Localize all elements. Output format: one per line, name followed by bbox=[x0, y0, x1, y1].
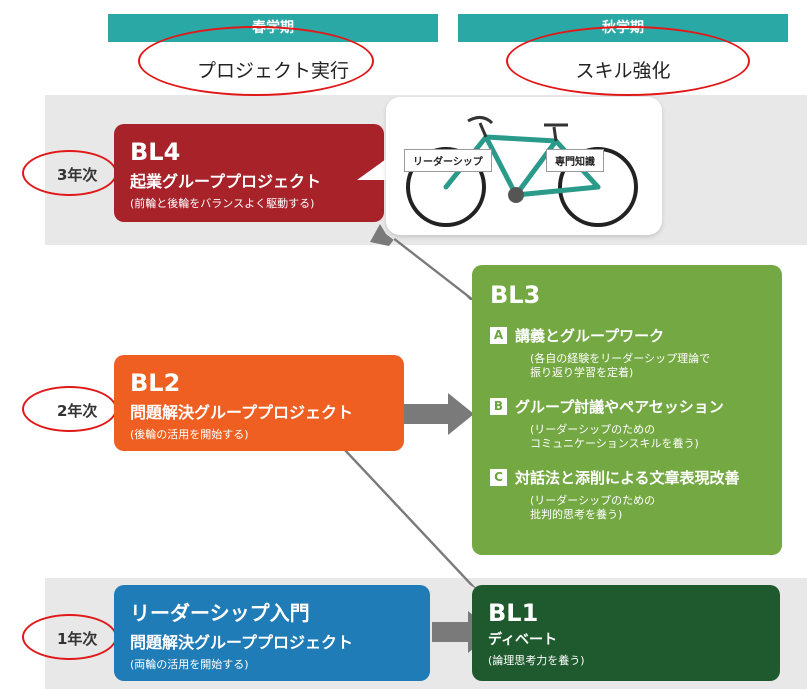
bl1-name: ディベート bbox=[488, 632, 558, 648]
bl1-title: BL1 bbox=[488, 599, 539, 627]
bl3-card: BL3 A 講義とグループワーク (各自の経験をリーダーシップ理論で振り返り学習を… bbox=[472, 265, 782, 555]
bl3-item-b-heading: グループ討議やペアセッション bbox=[515, 398, 724, 416]
bl3-item-c-detail-line1: (リーダーシップのための bbox=[530, 494, 656, 507]
bl3-item-a-detail-line2: 振り返り学習を定着) bbox=[530, 366, 634, 379]
bl1-card: BL1 ディベート (論理思考力を養う) bbox=[472, 585, 780, 681]
bl3-item-c-heading: 対話法と添削による文章表現改善 bbox=[515, 469, 740, 487]
bl3-item-c-detail-line2: 批判的思考を養う) bbox=[530, 508, 623, 521]
intro-title: リーダーシップ入門 bbox=[130, 601, 310, 625]
autumn-subtitle-circle bbox=[506, 26, 750, 96]
bl4-card: BL4 起業グループプロジェクト (前輪と後輪をバランスよく駆動する) bbox=[114, 124, 384, 222]
bl2-card: BL2 問題解決グループプロジェクト (後輪の活用を開始する) bbox=[114, 355, 404, 451]
bl3-title: BL3 bbox=[490, 281, 541, 309]
bl3-item-b: B グループ討議やペアセッション (リーダーシップのためのコミュニケーションスキル… bbox=[490, 396, 764, 451]
bl3-item-b-detail: (リーダーシップのためのコミュニケーションスキルを養う) bbox=[530, 423, 764, 451]
leadership-intro-card: リーダーシップ入門 問題解決グループプロジェクト (両輪の活用を開始する) bbox=[114, 585, 430, 681]
intro-desc: (両輪の活用を開始する) bbox=[130, 658, 249, 671]
bicycle-illustration: リーダーシップ 専門知識 bbox=[386, 97, 662, 235]
bl2-desc: (後輪の活用を開始する) bbox=[130, 428, 249, 441]
rear-wheel-label: 専門知識 bbox=[546, 149, 604, 172]
badge-b: B bbox=[490, 398, 507, 415]
bl2-title: BL2 bbox=[130, 369, 181, 397]
bl4-name: 起業グループプロジェクト bbox=[130, 172, 322, 191]
bl1-desc: (論理思考力を養う) bbox=[488, 654, 585, 667]
badge-c: C bbox=[490, 469, 507, 486]
badge-a: A bbox=[490, 327, 507, 344]
bl3-item-b-detail-line2: コミュニケーションスキルを養う) bbox=[530, 437, 699, 450]
bl3-item-a-heading: 講義とグループワーク bbox=[515, 327, 665, 345]
bl3-item-b-detail-line1: (リーダーシップのための bbox=[530, 423, 656, 436]
bl4-desc: (前輪と後輪をバランスよく駆動する) bbox=[130, 197, 315, 210]
arrow-bl1-to-bl2 bbox=[318, 432, 478, 590]
arrow-bl3-to-bl4 bbox=[370, 224, 475, 300]
bl3-item-c-detail: (リーダーシップのための批判的思考を養う) bbox=[530, 494, 764, 522]
front-wheel-label: リーダーシップ bbox=[404, 149, 492, 172]
bl3-item-c: C 対話法と添削による文章表現改善 (リーダーシップのための批判的思考を養う) bbox=[490, 467, 764, 522]
bl4-speech-pointer bbox=[357, 154, 393, 180]
bl3-item-a: A 講義とグループワーク (各自の経験をリーダーシップ理論で振り返り学習を定着) bbox=[490, 325, 764, 380]
intro-name: 問題解決グループプロジェクト bbox=[130, 633, 354, 652]
spring-subtitle-circle bbox=[138, 26, 374, 96]
bl3-item-a-detail-line1: (各自の経験をリーダーシップ理論で bbox=[530, 352, 711, 365]
bl2-name: 問題解決グループプロジェクト bbox=[130, 403, 354, 422]
bl3-item-a-detail: (各自の経験をリーダーシップ理論で振り返り学習を定着) bbox=[530, 352, 764, 380]
bl4-title: BL4 bbox=[130, 138, 181, 166]
arrow-bl2-to-bl3 bbox=[404, 393, 474, 435]
